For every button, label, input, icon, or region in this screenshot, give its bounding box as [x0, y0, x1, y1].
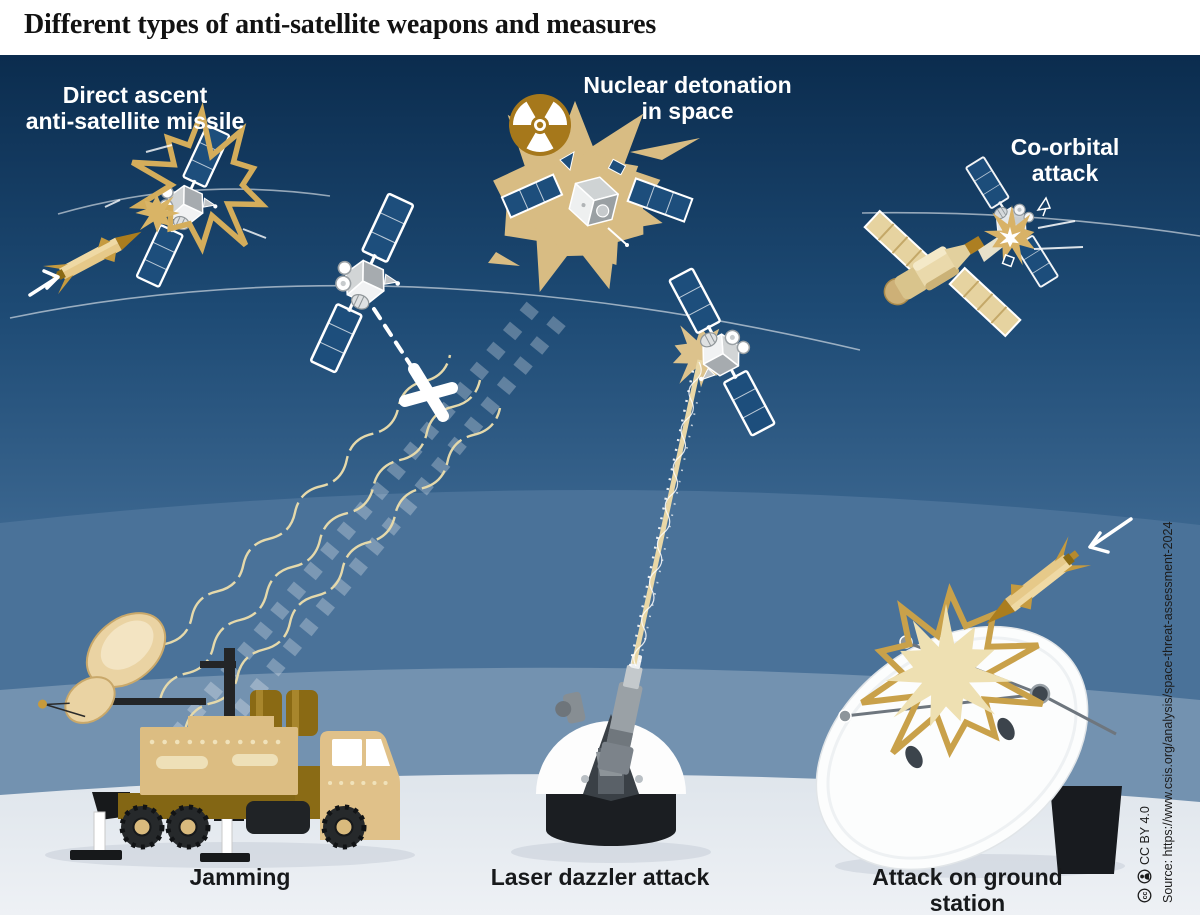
jamming-wave [158, 379, 482, 701]
laser-dazzler-station [536, 359, 705, 846]
explosion-outline [128, 102, 269, 255]
jammer-dish-large [85, 612, 167, 688]
motion-streaks [104, 144, 267, 239]
debris-fragment [1001, 253, 1016, 268]
jamming-wave [138, 354, 452, 671]
ground-station-attack [815, 517, 1133, 874]
cc-by-person-icon [1137, 869, 1152, 884]
license-line: cc CC BY 4.0 [1137, 806, 1152, 903]
box-panel [232, 754, 278, 766]
license-text: CC BY 4.0 [1137, 806, 1152, 865]
jamming-truck [37, 612, 400, 862]
trajectory-arrow [1088, 517, 1133, 554]
fuel-tank [246, 801, 310, 834]
radiation-icon [509, 94, 571, 156]
equipment-cylinder-highlight [292, 690, 299, 736]
broken-solar-panel [626, 177, 694, 223]
nuclear-detonation-scene [488, 94, 700, 293]
debris-shard [559, 151, 575, 171]
debris-shard [488, 252, 520, 266]
box-panel [156, 756, 208, 769]
cc-icon: cc [1137, 888, 1152, 903]
antenna-mast [224, 648, 235, 760]
cargo-box [140, 727, 298, 795]
illustration-scene [0, 55, 1200, 915]
truck-wheels [119, 804, 367, 850]
laser-emitter [555, 653, 643, 775]
mast-arm [200, 661, 236, 668]
jammer-dish-small [37, 676, 116, 724]
signal-blocked-x-mark [399, 363, 458, 422]
dome-base [546, 794, 676, 846]
dish-pedestal [1050, 786, 1122, 874]
mast-arm [110, 698, 206, 705]
stabilizer-foot [200, 853, 250, 862]
stabilizer-leg [93, 811, 106, 853]
dome-bolt [635, 775, 643, 783]
debris-dot [625, 243, 629, 247]
label-laser-dazzler: Laser dazzler attack [490, 864, 710, 890]
attacker-body [883, 235, 985, 306]
attacker-spacecraft [863, 209, 1022, 338]
laser-beam [628, 359, 705, 667]
cab-window [332, 739, 362, 766]
orbit-arc [9, 284, 861, 351]
dish-hole [997, 717, 1015, 741]
label-nuclear-detonation: Nuclear detonation in space [583, 72, 792, 125]
cargo-box-top [188, 716, 274, 730]
co-orbital-scene [863, 149, 1084, 338]
jammed-satellite-scene [295, 185, 458, 422]
label-direct-ascent: Direct ascent anti-satellite missile [25, 82, 245, 135]
laser-target-scene [649, 260, 789, 447]
trajectory-arrow [28, 269, 60, 297]
stabilizer-foot [70, 850, 122, 860]
label-ground-station: Attack on ground station [872, 864, 1063, 915]
stabilizer-leg [221, 814, 233, 856]
direct-ascent-scene [28, 102, 269, 297]
dish-hole [905, 745, 923, 769]
page-title: Different types of anti-satellite weapon… [24, 9, 657, 40]
attacker-solar-panel [948, 266, 1022, 338]
debris-antenna [1036, 196, 1052, 217]
debris-shard [607, 158, 627, 176]
explosion-burst [135, 194, 180, 233]
label-jamming: Jamming [189, 864, 291, 890]
explosion-outline [860, 583, 1044, 759]
explosion-burst [885, 603, 1013, 727]
equipment-cylinder-highlight [256, 690, 263, 736]
scene-canvas [0, 55, 1200, 915]
debris-shard [630, 138, 700, 160]
jamming-wave [183, 407, 502, 731]
satellite-body-debris [568, 176, 619, 227]
debris-antenna [607, 227, 627, 245]
strut-knob [838, 709, 852, 723]
motion-streaks [1033, 220, 1084, 250]
jamming-signal-band [138, 292, 569, 778]
cc-icon-text: cc [1142, 892, 1149, 900]
dome-bolt [581, 775, 589, 783]
cab-window [366, 739, 390, 766]
broken-solar-panel [500, 173, 564, 219]
source-line: Source: https://www.csis.org/analysis/sp… [1161, 521, 1175, 903]
label-co-orbital: Co-orbital attack [1010, 134, 1120, 187]
impact-burst-core [999, 226, 1021, 248]
